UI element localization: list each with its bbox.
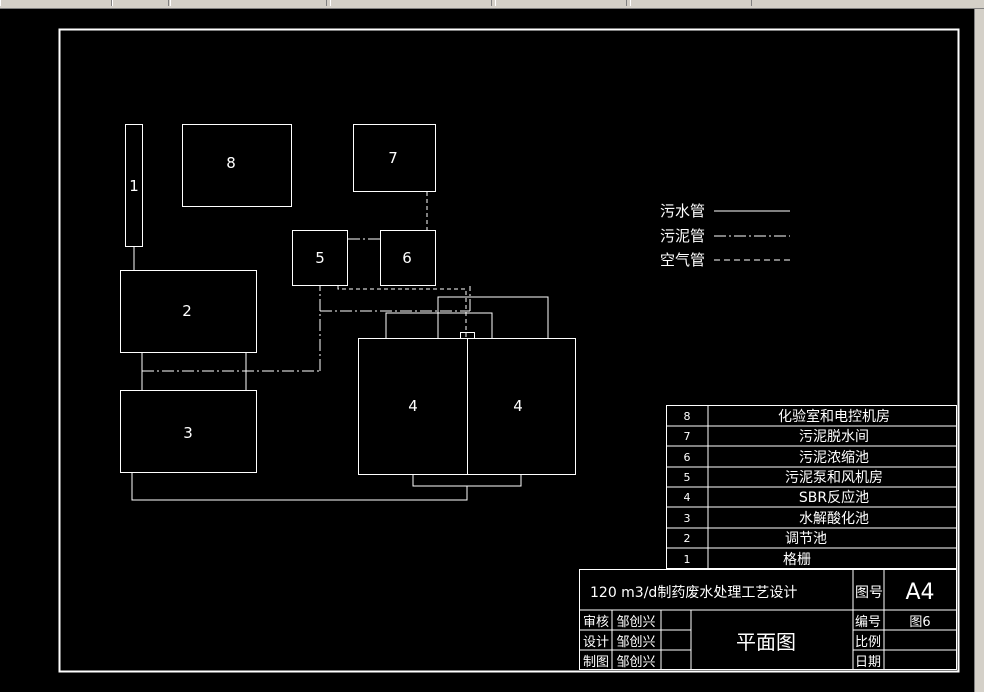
top-toolbar bbox=[0, 0, 984, 9]
table-no: 7 bbox=[684, 430, 691, 443]
table-no: 8 bbox=[684, 410, 691, 423]
sludge-pipes bbox=[142, 238, 471, 372]
toolbar-segment[interactable] bbox=[170, 0, 327, 6]
status-strip bbox=[0, 692, 984, 697]
box-1-screen bbox=[125, 124, 143, 247]
box-7-label: 7 bbox=[388, 149, 398, 167]
toolbar-segment[interactable] bbox=[630, 0, 752, 6]
role-label: 制图 bbox=[583, 655, 609, 670]
toolbar-segment[interactable] bbox=[0, 0, 112, 6]
table-name: 水解酸化池 bbox=[799, 511, 869, 527]
toolbar-segment[interactable] bbox=[112, 0, 169, 6]
box-1-label: 1 bbox=[129, 177, 139, 195]
title-block bbox=[579, 569, 957, 670]
toolbar-segment[interactable] bbox=[330, 0, 492, 6]
box-5-label: 5 bbox=[315, 249, 325, 267]
drawing-name: 平面图 bbox=[736, 630, 796, 654]
drawing-no-label: 图号 bbox=[855, 585, 883, 601]
table-no: 6 bbox=[684, 451, 691, 464]
table-name: 化验室和电控机房 bbox=[778, 408, 890, 425]
table-name: 污泥泵和风机房 bbox=[785, 470, 883, 486]
role-name: 邹创兴 bbox=[616, 654, 655, 670]
cad-drawing: 1 2 3 4 4 5 6 7 8 污水管 污泥管 空气管 8 7 6 5 4 … bbox=[58, 28, 960, 673]
role-label: 审核 bbox=[583, 615, 609, 630]
role-name: 邹创兴 bbox=[616, 634, 655, 650]
table-name: 格栅 bbox=[783, 552, 811, 568]
air-pipes bbox=[337, 192, 467, 338]
sewage-pipes bbox=[131, 247, 549, 501]
box-2-label: 2 bbox=[182, 302, 192, 320]
drawing-no: A4 bbox=[905, 580, 934, 605]
table-no: 2 bbox=[684, 532, 691, 545]
serial-value: 图6 bbox=[909, 615, 930, 630]
table-no: 4 bbox=[684, 491, 691, 504]
project-title: 120 m3/d制药废水处理工艺设计 bbox=[590, 585, 797, 601]
table-no: 5 bbox=[684, 471, 691, 484]
legend-label-sludge: 污泥管 bbox=[660, 227, 705, 245]
drawing-frame bbox=[58, 28, 960, 673]
table-name: 污泥脱水间 bbox=[799, 429, 869, 445]
box-4b-label: 4 bbox=[513, 397, 523, 415]
box-3-label: 3 bbox=[183, 424, 193, 442]
box-8-label: 8 bbox=[226, 154, 236, 172]
table-name: 污泥浓缩池 bbox=[799, 450, 869, 466]
role-label: 设计 bbox=[583, 635, 609, 650]
toolbar-segment[interactable] bbox=[495, 0, 627, 6]
box-6-label: 6 bbox=[402, 249, 412, 267]
legend-label-air: 空气管 bbox=[660, 251, 705, 269]
vertical-scrollbar[interactable] bbox=[974, 9, 984, 692]
box-3-hydrolysis bbox=[120, 390, 257, 473]
component-table bbox=[666, 405, 957, 569]
date-label: 日期 bbox=[855, 655, 881, 670]
box-5-pump-room bbox=[292, 230, 348, 286]
legend-label-sewage: 污水管 bbox=[660, 202, 705, 220]
table-name: SBR反应池 bbox=[799, 489, 869, 506]
table-no: 1 bbox=[684, 553, 691, 566]
scale-label: 比例 bbox=[855, 635, 881, 650]
table-name: 调节池 bbox=[785, 531, 827, 547]
table-no: 3 bbox=[684, 512, 691, 525]
box-6-thickener bbox=[380, 230, 436, 286]
box-7-dewatering bbox=[353, 124, 436, 192]
drawing-canvas[interactable]: 1 2 3 4 4 5 6 7 8 污水管 污泥管 空气管 8 7 6 5 4 … bbox=[0, 9, 974, 692]
serial-label: 编号 bbox=[855, 615, 881, 630]
role-name: 邹创兴 bbox=[616, 614, 655, 630]
box-8-lab bbox=[182, 124, 292, 207]
box-4a-label: 4 bbox=[408, 397, 418, 415]
box-2-equalization bbox=[120, 270, 257, 353]
